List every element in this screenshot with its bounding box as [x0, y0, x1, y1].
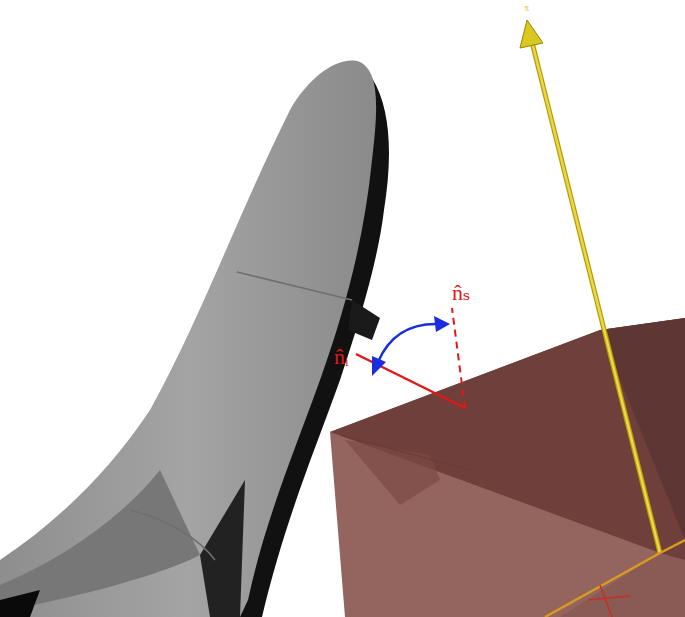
coordinate-axes: [520, 20, 685, 617]
angle-arrow: [372, 316, 450, 376]
normal-label: n̂ₛ: [452, 282, 470, 304]
shoe-sole: [0, 61, 389, 617]
normal-label: n̂ᵢ: [334, 346, 349, 368]
axis-label: x: [524, 2, 530, 13]
plane-pyramid: [330, 318, 685, 617]
normal-vectors: [356, 308, 465, 408]
